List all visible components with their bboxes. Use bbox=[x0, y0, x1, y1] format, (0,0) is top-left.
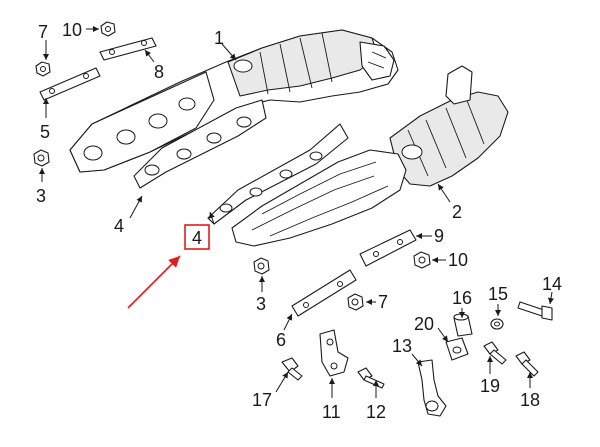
callout-6: 6 bbox=[276, 330, 286, 350]
nut-7-top bbox=[35, 61, 51, 77]
callout-12: 12 bbox=[366, 402, 386, 422]
bracket-8 bbox=[99, 37, 157, 61]
leader-lines bbox=[39, 26, 554, 398]
callout-16: 16 bbox=[452, 288, 472, 308]
callout-17: 17 bbox=[252, 390, 272, 410]
callout-11: 11 bbox=[322, 402, 341, 422]
manifold-gasket-4a bbox=[133, 99, 267, 189]
bolt-14 bbox=[517, 301, 553, 321]
callout-7-top: 7 bbox=[38, 22, 48, 42]
callout-7-center: 7 bbox=[378, 292, 388, 312]
manifold-gasket-4b bbox=[207, 123, 349, 225]
callout-14: 14 bbox=[542, 274, 562, 294]
bracket-9 bbox=[359, 229, 417, 267]
callout-2: 2 bbox=[452, 202, 462, 222]
highlight-arrow bbox=[127, 255, 181, 309]
callout-3-left: 3 bbox=[36, 186, 46, 206]
sensor-13 bbox=[417, 359, 447, 417]
exhaust-manifold-2 bbox=[231, 65, 509, 247]
nut-3-center bbox=[253, 257, 270, 275]
callout-1: 1 bbox=[214, 28, 224, 48]
sleeve-16 bbox=[453, 313, 473, 337]
bolt-19 bbox=[483, 341, 507, 365]
callout-labels: 1 2 3 3 4 4 5 6 7 7 8 9 10 10 11 12 13 1… bbox=[36, 20, 562, 422]
nut-10-right bbox=[413, 251, 431, 269]
callout-15: 15 bbox=[488, 284, 508, 304]
bushing-20 bbox=[445, 337, 469, 361]
callout-13: 13 bbox=[392, 336, 412, 356]
washer-15 bbox=[490, 318, 504, 330]
callout-18: 18 bbox=[520, 390, 540, 410]
callout-5: 5 bbox=[40, 122, 50, 142]
bolt-17 bbox=[281, 357, 303, 381]
callout-10-right: 10 bbox=[448, 250, 468, 270]
callout-10-top: 10 bbox=[62, 20, 82, 40]
bracket-5 bbox=[39, 67, 101, 101]
exhaust-manifold-1 bbox=[69, 29, 399, 173]
bracket-6 bbox=[291, 269, 357, 317]
callout-4-highlighted: 4 bbox=[192, 228, 202, 248]
nut-10-top bbox=[100, 21, 116, 37]
nut-3-left bbox=[33, 149, 50, 167]
callout-19: 19 bbox=[480, 376, 500, 396]
callout-8: 8 bbox=[154, 62, 164, 82]
bracket-11 bbox=[319, 329, 349, 377]
bolt-18 bbox=[515, 351, 539, 377]
highlight-box bbox=[184, 224, 210, 250]
nut-7-center bbox=[347, 293, 364, 311]
bolt-12 bbox=[357, 367, 385, 389]
callout-9: 9 bbox=[434, 226, 444, 246]
callout-4-left: 4 bbox=[114, 216, 124, 236]
callout-3-center: 3 bbox=[256, 294, 266, 314]
callout-20: 20 bbox=[414, 314, 434, 334]
